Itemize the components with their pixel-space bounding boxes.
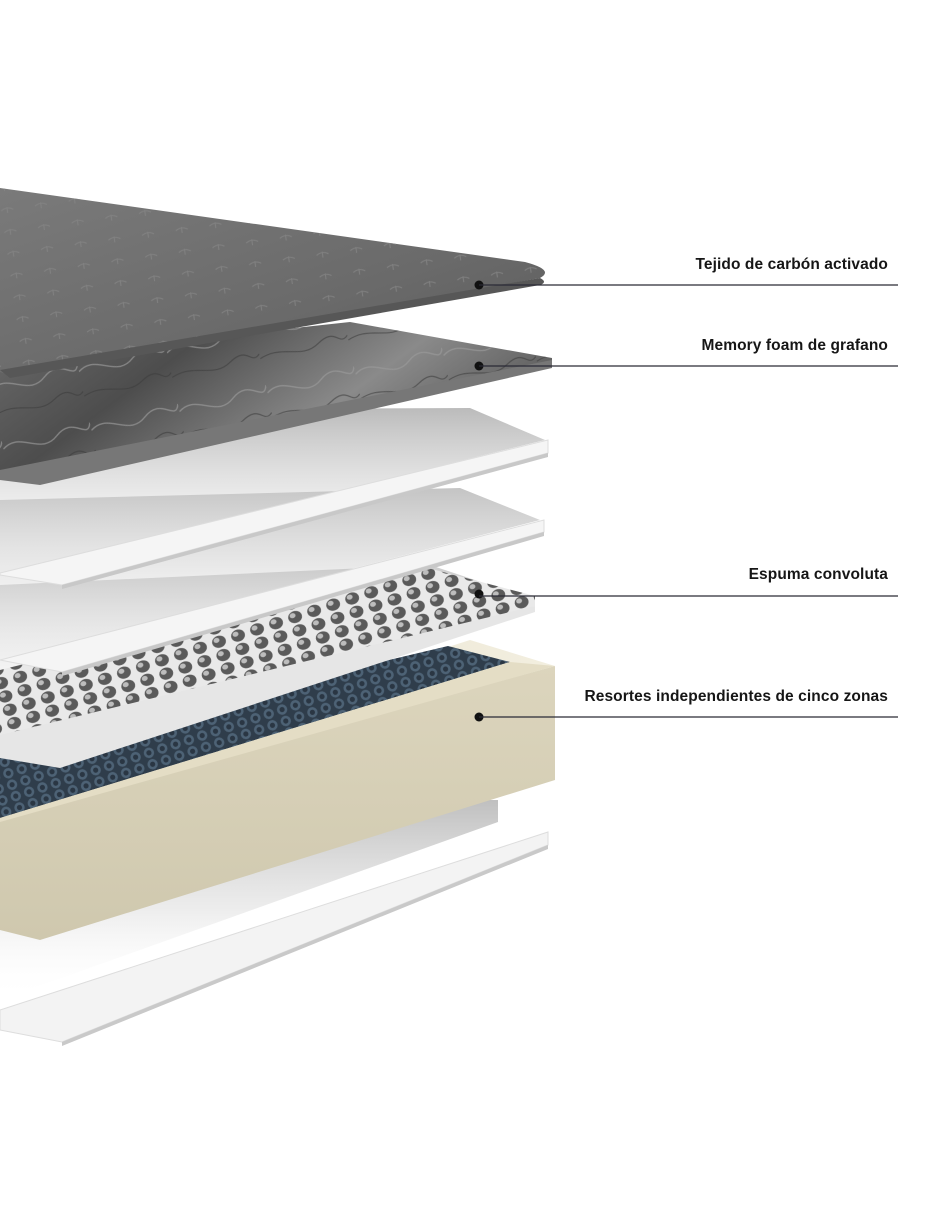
layer-graphene-memory-foam bbox=[0, 322, 552, 485]
label-convoluted-foam: Espuma convoluta bbox=[748, 566, 888, 583]
callout-lines bbox=[479, 284, 898, 718]
layer-carbon-fabric bbox=[0, 188, 545, 378]
label-graphene-memory-foam: Memory foam de grafano bbox=[701, 337, 888, 354]
label-pocket-springs: Resortes independientes de cinco zonas bbox=[584, 688, 888, 705]
layer-pocket-springs bbox=[0, 640, 555, 940]
label-carbon-fabric: Tejido de carbón activado bbox=[695, 256, 888, 273]
